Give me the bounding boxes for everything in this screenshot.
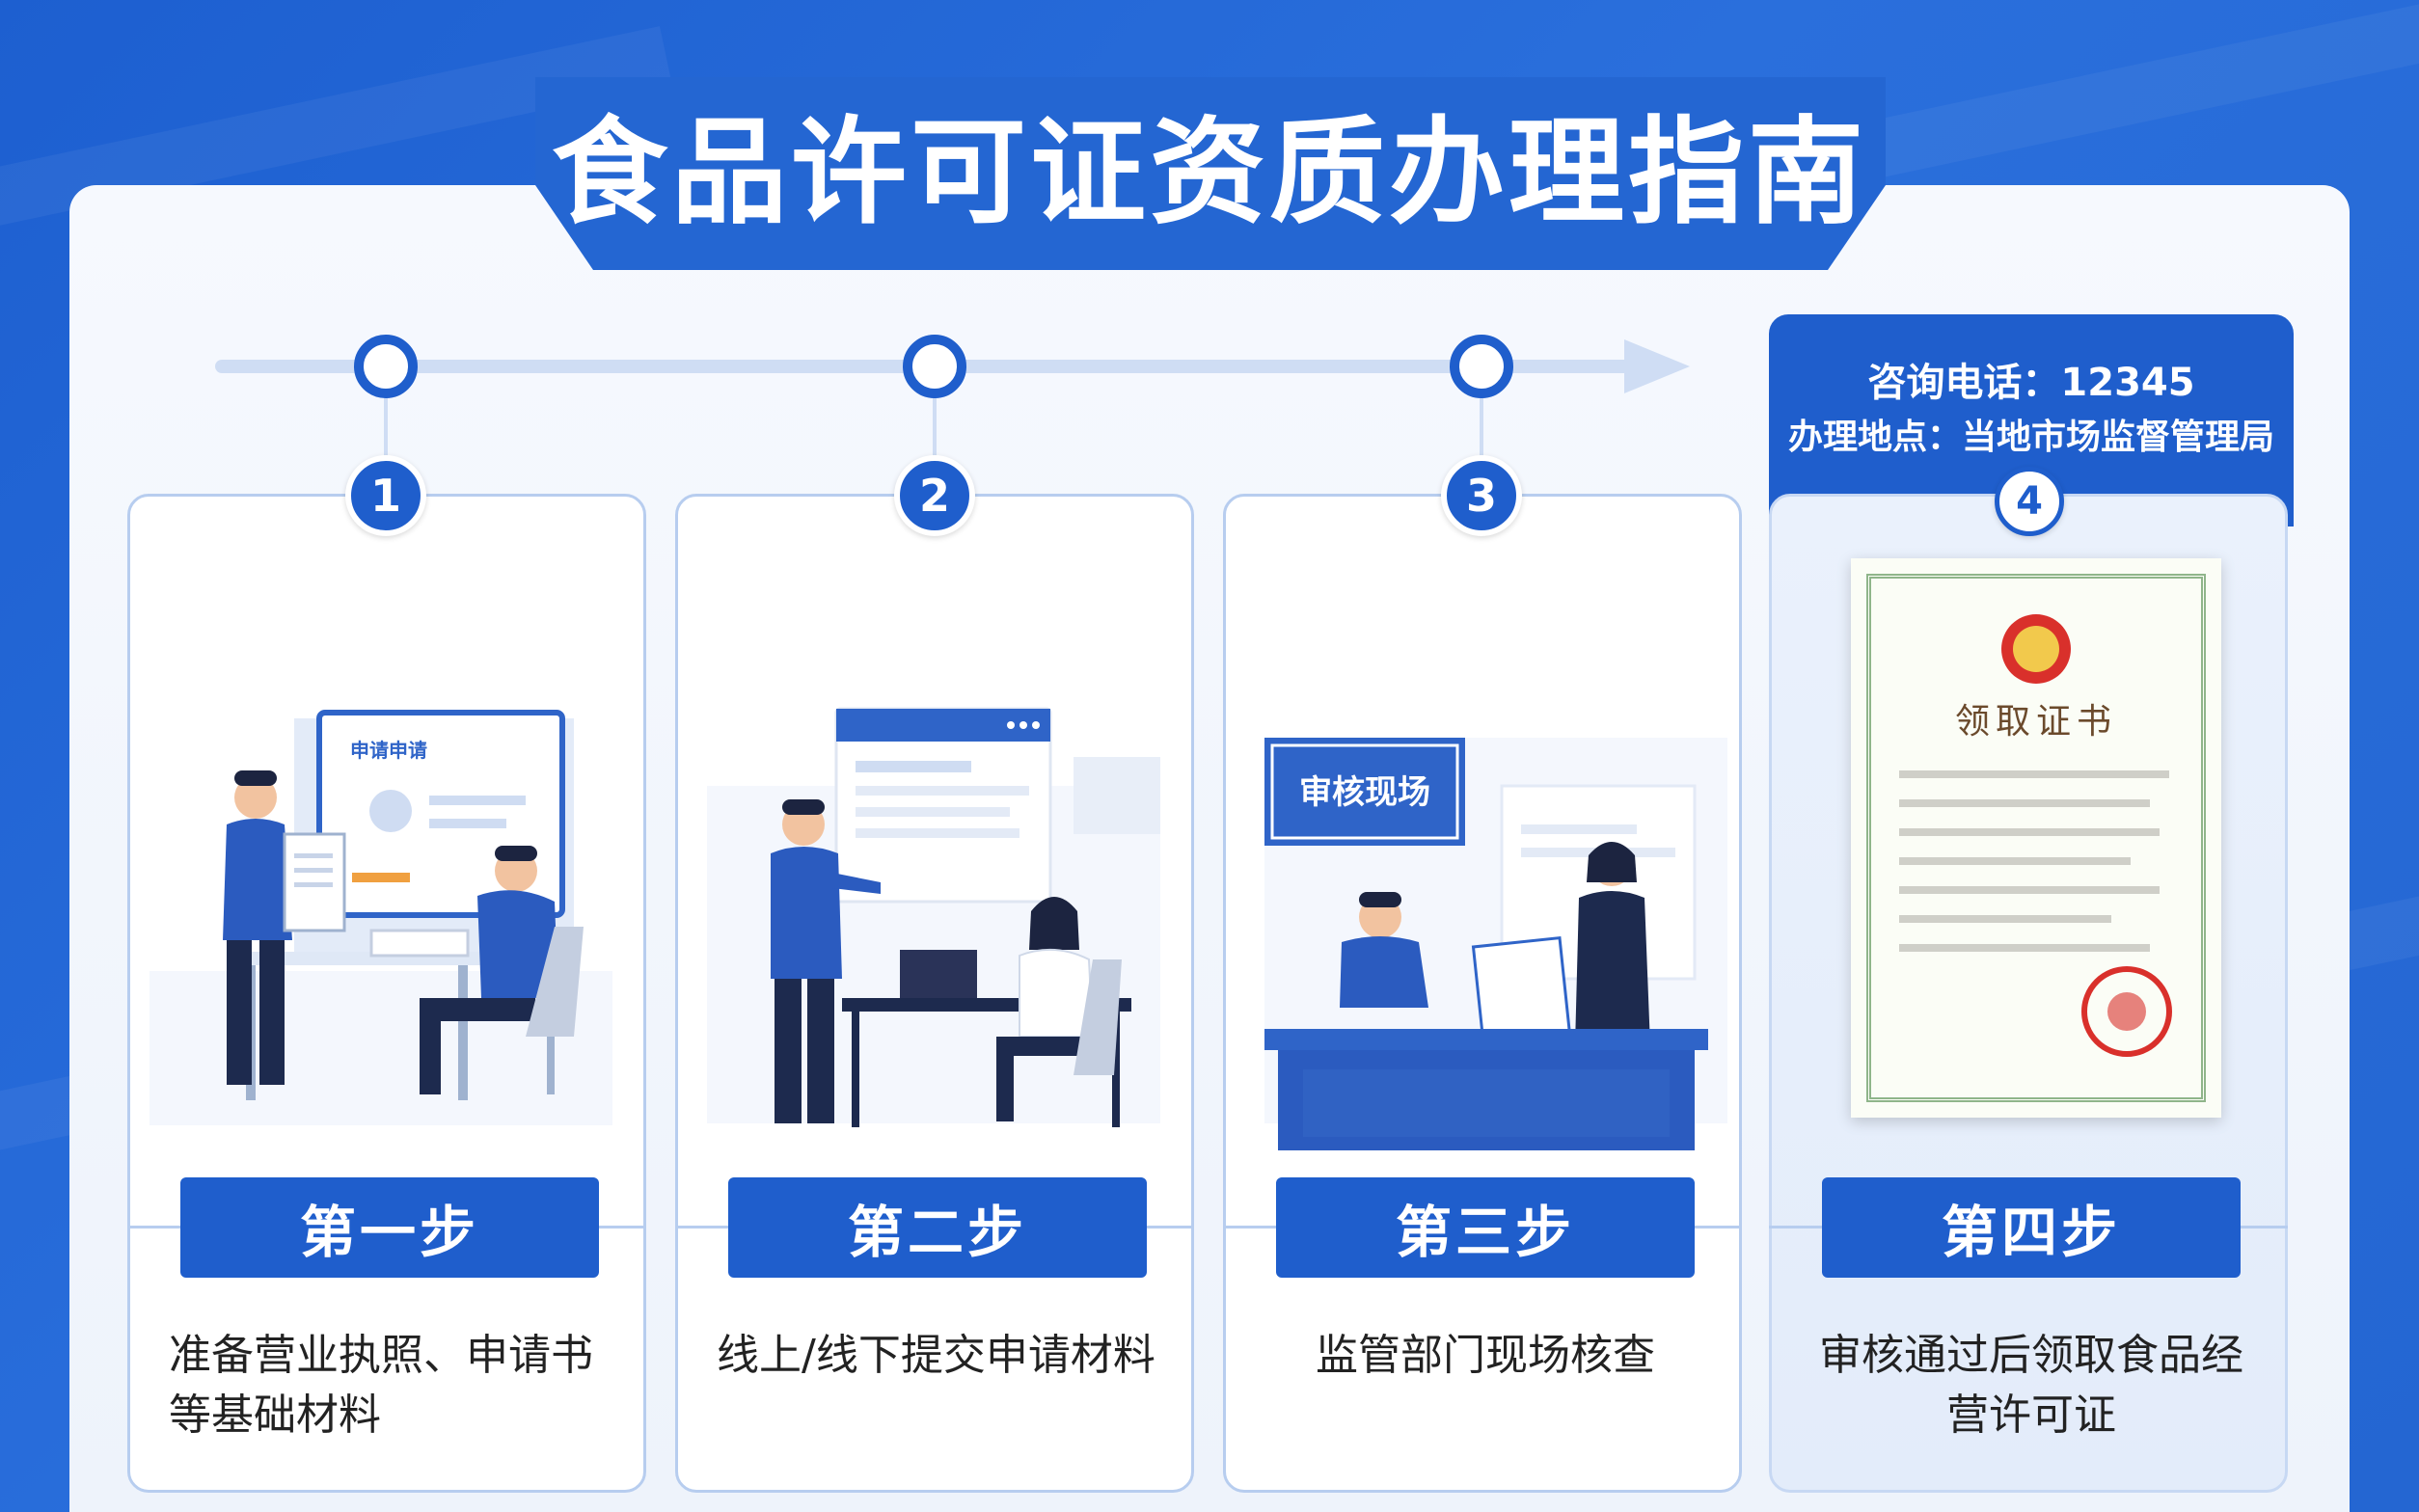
contact-phone: 咨询电话：12345 (1867, 361, 2195, 405)
step-1-description: 准备营业执照、申请书等基础材料 (169, 1331, 593, 1440)
board-text: 申请申请 (350, 739, 427, 762)
step-card-3: 审核现场 第三步 监管部门现场核查 (1223, 494, 1742, 1493)
step-card-1: 申请申请 第一步 准备营业执照、申请书等基础材料 (127, 494, 646, 1493)
step-4-description: 审核通过后领取食品经营许可证 (1819, 1331, 2243, 1440)
step-card-4: 领取证书 第四步 审核通过后领取食品经营许可证 (1769, 494, 2288, 1493)
certificate-title: 领取证书 (1954, 702, 2117, 742)
step-2-number: 2 (894, 455, 975, 536)
step-1-label: 第一步 (180, 1177, 599, 1278)
title-banner (535, 77, 1886, 270)
step-3-illustration: 审核现场 (1264, 738, 1727, 1150)
step-3-number: 3 (1441, 455, 1522, 536)
certificate-image: 领取证书 (1851, 558, 2221, 1118)
step-1-illustration: 申请申请 (149, 710, 612, 1125)
step-2-illustration (707, 707, 1160, 1127)
page-title: 食品许可证资质办理指南 (552, 106, 1867, 240)
step-2-label: 第二步 (728, 1177, 1147, 1278)
step-1-number: 1 (345, 455, 426, 536)
step-card-2: 第二步 线上/线下提交申请材料 (675, 494, 1194, 1493)
step-4-label: 第四步 (1822, 1177, 2241, 1278)
step-3-label: 第三步 (1276, 1177, 1695, 1278)
step-4-number: 4 (1995, 467, 2064, 536)
contact-location: 办理地点：当地市场监督管理局 (1787, 418, 2274, 457)
step-2-description: 线上/线下提交申请材料 (717, 1331, 1155, 1380)
step-3-description: 监管部门现场核查 (1316, 1331, 1655, 1380)
sign-text: 审核现场 (1299, 773, 1430, 812)
